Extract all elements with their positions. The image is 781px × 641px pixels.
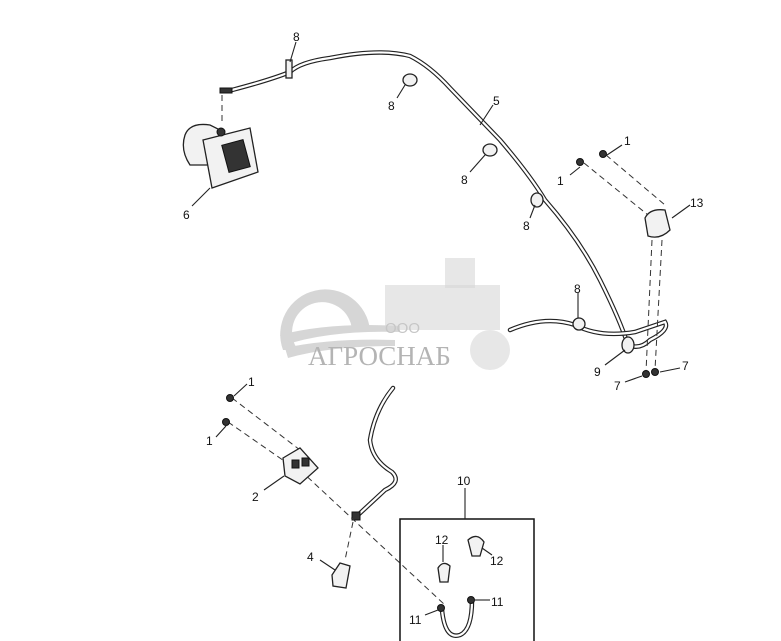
callout-7: 7 xyxy=(614,379,621,393)
callout-10: 10 xyxy=(457,474,471,488)
part-13-bracket xyxy=(576,150,671,378)
cable-5 xyxy=(219,50,669,349)
watermark-name: АГРОСНАБ xyxy=(308,341,451,371)
callout-11: 11 xyxy=(409,613,422,627)
callout-8: 8 xyxy=(574,282,581,296)
leader-lines xyxy=(191,41,691,616)
watermark-logo: ООО АГРОСНАБ xyxy=(280,258,510,371)
callout-12: 12 xyxy=(435,533,449,547)
callout-1: 1 xyxy=(624,134,631,148)
callout-1: 1 xyxy=(248,375,255,389)
callout-8: 8 xyxy=(388,99,395,113)
callout-13: 13 xyxy=(690,196,704,210)
part-6-module xyxy=(182,95,259,189)
callout-2: 2 xyxy=(252,490,259,504)
callout-labels: 8 8 5 8 8 1 1 13 6 8 9 7 7 1 1 2 10 4 12… xyxy=(183,30,704,627)
callout-8: 8 xyxy=(461,173,468,187)
callout-1: 1 xyxy=(206,434,213,448)
lower-cable xyxy=(222,385,446,606)
callout-6: 6 xyxy=(183,208,190,222)
callout-7: 7 xyxy=(682,359,689,373)
callout-11: 11 xyxy=(491,595,504,609)
callout-8: 8 xyxy=(293,30,300,44)
watermark-prefix: ООО xyxy=(385,320,420,337)
callout-8: 8 xyxy=(523,219,530,233)
kit-10-box xyxy=(399,518,535,641)
clips-8 xyxy=(285,59,635,354)
callout-4: 4 xyxy=(307,550,314,564)
callout-12: 12 xyxy=(490,554,504,568)
callout-9: 9 xyxy=(594,365,601,379)
callout-5: 5 xyxy=(493,94,500,108)
callout-1: 1 xyxy=(557,174,564,188)
